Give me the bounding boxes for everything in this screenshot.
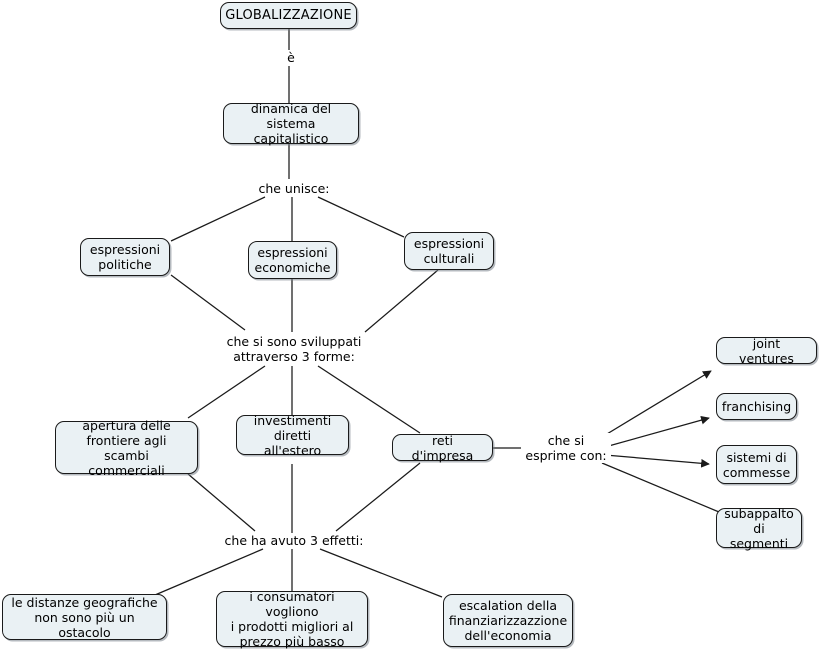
edge-tre-effetti-to-distanze <box>154 548 264 596</box>
node-sistemi-commesse[interactable]: sistemi di commesse <box>716 445 797 484</box>
link-label-tre-forme: che si sono sviluppati attraverso 3 form… <box>216 334 372 364</box>
node-espressioni-culturali[interactable]: espressioni culturali <box>404 232 494 270</box>
edge-esprime-con-to-sistemi-commesse <box>604 454 710 468</box>
node-consumatori-prezzo-basso[interactable]: i consumatori vogliono i prodotti miglio… <box>216 589 368 649</box>
node-reti-impresa[interactable]: reti d'impresa <box>392 433 493 463</box>
edge-esprime-con-to-franchising <box>604 415 710 448</box>
node-franchising[interactable]: franchising <box>716 393 797 420</box>
link-label-e: è <box>274 50 308 65</box>
edge-che-unisce-to-politiche <box>170 196 266 242</box>
edge-politiche-to-tre-forme <box>170 274 246 331</box>
edge-tre-forme-to-reti <box>317 365 421 434</box>
node-espressioni-economiche[interactable]: espressioni economiche <box>248 241 337 279</box>
link-label-tre-effetti: che ha avuto 3 effetti: <box>216 533 372 548</box>
node-investimenti-diretti-estero[interactable]: investimenti diretti all'estero <box>236 413 349 458</box>
node-apertura-frontiere[interactable]: apertura delle frontiere agli scambi com… <box>55 418 198 478</box>
node-subappalto-segmenti[interactable]: subappalto di segmenti <box>716 506 802 551</box>
edge-culturali-to-tre-forme <box>364 269 439 333</box>
edge-tre-effetti-to-escalation <box>319 548 443 598</box>
edge-esprime-con-to-subappalto <box>601 462 720 513</box>
edge-tre-forme-to-apertura <box>187 365 266 419</box>
link-label-esprime-con: che si esprime con: <box>521 433 611 463</box>
edge-che-unisce-to-culturali <box>317 196 405 238</box>
node-joint-ventures[interactable]: joint ventures <box>716 336 817 366</box>
node-escalation-finanziarizzazione[interactable]: escalation della finanziarizzazzione del… <box>443 594 573 647</box>
node-globalizzazione[interactable]: GLOBALIZZAZIONE <box>220 2 357 29</box>
node-distanze-geografiche[interactable]: le distanze geografiche non sono più un … <box>2 594 167 640</box>
edge-apertura-to-tre-effetti <box>187 473 256 532</box>
edge-esprime-con-to-joint-ventures <box>601 370 712 438</box>
edge-reti-to-tre-effetti <box>335 462 421 532</box>
node-dinamica-sistema-capitalistico[interactable]: dinamica del sistema capitalistico <box>223 101 359 146</box>
node-espressioni-politiche[interactable]: espressioni politiche <box>80 238 170 276</box>
link-label-che-unisce: che unisce: <box>234 181 354 196</box>
